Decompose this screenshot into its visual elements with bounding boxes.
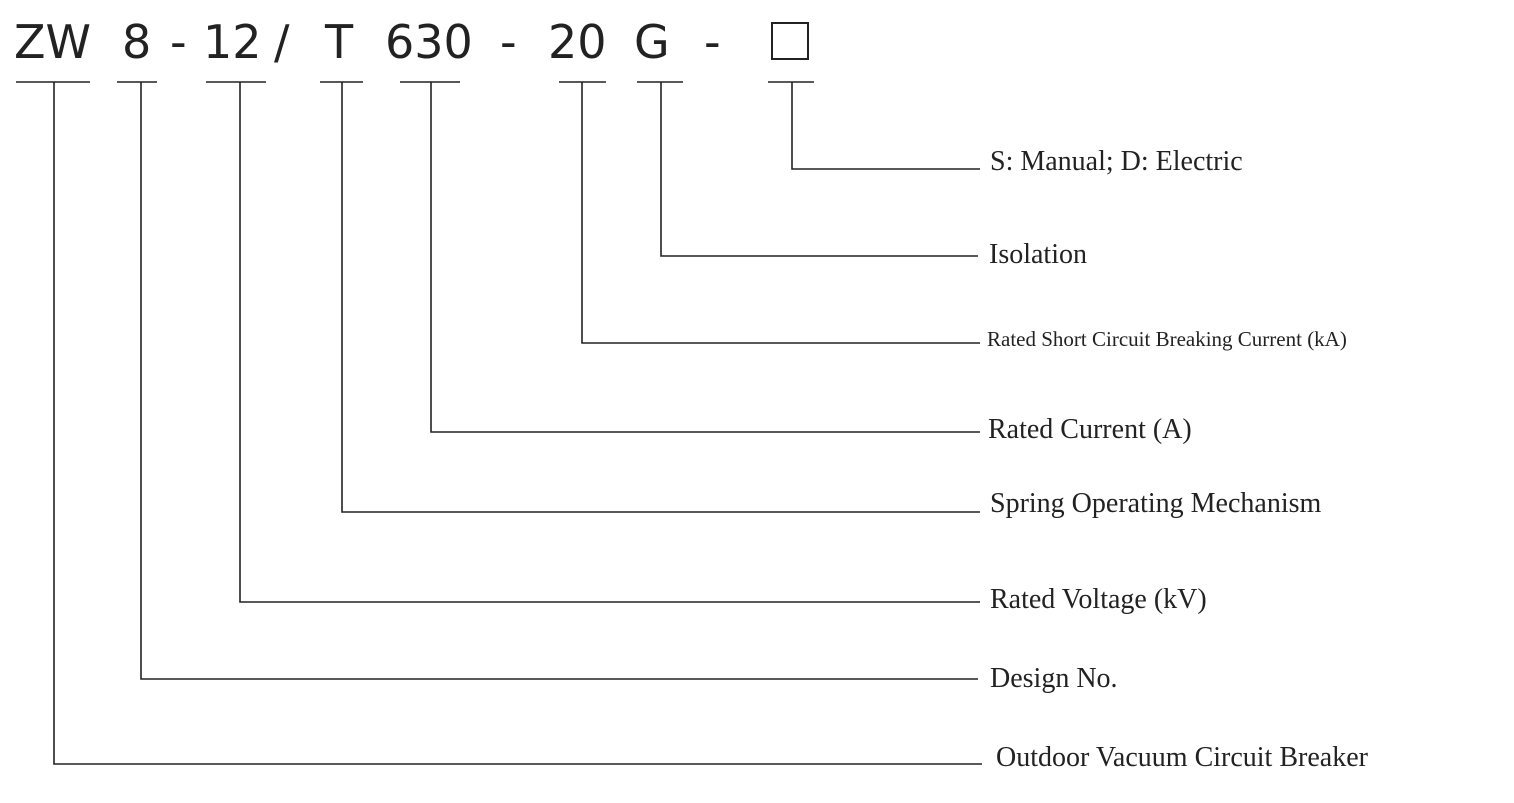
- leader-current: [430, 82, 980, 433]
- code-slash: /: [274, 15, 290, 69]
- desc-isolation: Isolation: [989, 239, 1087, 270]
- leader-voltage: [239, 82, 980, 603]
- desc-operation: S: Manual; D: Electric: [990, 146, 1243, 177]
- code-current: 630: [385, 15, 473, 69]
- leader-lines: [53, 82, 982, 765]
- descriptions: S: Manual; D: Electric Isolation Rated S…: [987, 146, 1369, 773]
- code-mechanism: T: [324, 15, 354, 69]
- leader-mechanism: [341, 82, 980, 513]
- desc-mechanism: Spring Operating Mechanism: [990, 488, 1321, 519]
- leader-isolation: [660, 82, 978, 257]
- code-voltage: 12: [203, 15, 262, 69]
- code-dash-3: -: [704, 15, 721, 69]
- code-isolation: G: [634, 15, 670, 69]
- code-dash-2: -: [500, 15, 517, 69]
- code-design-no: 8: [122, 15, 151, 69]
- desc-breaking: Rated Short Circuit Breaking Current (kA…: [987, 327, 1347, 351]
- code-type: ZW: [14, 15, 91, 69]
- model-code: ZW 8 - 12 / T 630 - 20 G -: [14, 15, 809, 69]
- leader-design-no: [140, 82, 978, 680]
- desc-voltage: Rated Voltage (kV): [990, 584, 1207, 615]
- code-breaking: 20: [548, 15, 607, 69]
- desc-current: Rated Current (A): [988, 414, 1192, 445]
- leader-operation: [791, 82, 980, 170]
- code-dash-1: -: [170, 15, 187, 69]
- leader-breaking: [581, 82, 980, 344]
- leader-type: [53, 82, 982, 765]
- desc-type: Outdoor Vacuum Circuit Breaker: [996, 742, 1369, 773]
- desc-design-no: Design No.: [990, 663, 1118, 694]
- code-operation-box-icon: [771, 22, 809, 60]
